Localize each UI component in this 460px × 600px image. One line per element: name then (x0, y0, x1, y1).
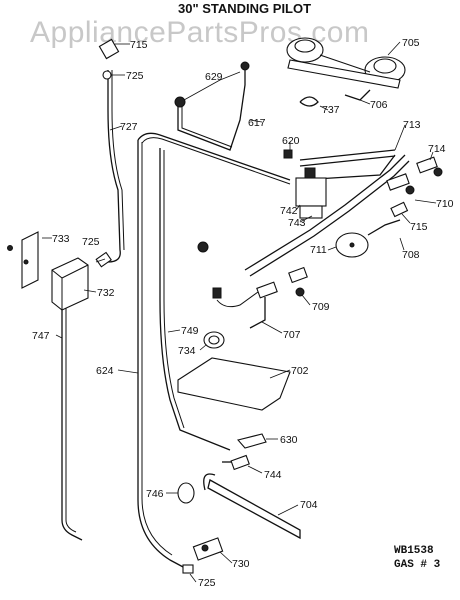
callout-713: 713 (403, 119, 421, 131)
tube-747 (61, 290, 83, 541)
pilot-tube-727 (107, 70, 121, 263)
disk-711 (335, 232, 369, 258)
callout-725-left: 725 (82, 236, 100, 248)
callout-747: 747 (32, 330, 50, 342)
tube-624 (137, 140, 186, 569)
callout-704: 704 (300, 499, 318, 511)
tube-749 (159, 148, 231, 451)
callout-702: 702 (291, 365, 309, 377)
callout-708: 708 (402, 249, 420, 261)
callout-709: 709 (312, 301, 330, 313)
manifold-713 (244, 154, 406, 271)
callout-715-mid: 715 (410, 221, 428, 233)
callout-734: 734 (178, 345, 196, 357)
callout-707: 707 (283, 329, 301, 341)
callout-732: 732 (97, 287, 115, 299)
valve-710 (386, 173, 415, 195)
callout-629: 629 (205, 71, 223, 83)
callout-733: 733 (52, 233, 70, 245)
spring-737 (299, 96, 319, 107)
valve-707 (249, 281, 278, 329)
valve-709 (288, 266, 308, 297)
callout-710: 710 (436, 198, 454, 210)
callout-620: 620 (282, 135, 300, 147)
callout-706: 706 (370, 99, 388, 111)
fitting-715-top (98, 38, 120, 60)
regulator-732 (51, 257, 89, 311)
callout-727: 727 (120, 121, 138, 133)
tube-617 (177, 70, 246, 151)
callout-737: 737 (322, 104, 340, 116)
burner-tube-704 (207, 479, 301, 540)
callout-714: 714 (428, 143, 446, 155)
callout-617: 617 (248, 117, 266, 129)
callout-715-top: 715 (130, 39, 148, 51)
plate-702 (177, 357, 291, 411)
bracket-733 (7, 231, 39, 289)
regulator-742 (295, 167, 327, 219)
callout-744: 744 (264, 469, 282, 481)
callout-742: 742 (280, 205, 298, 217)
bracket-630 (236, 433, 267, 449)
callout-743: 743 (288, 217, 306, 229)
valve-715b (390, 201, 409, 218)
callout-746: 746 (146, 488, 164, 500)
callout-749: 749 (181, 325, 199, 337)
burner-assembly-705 (286, 37, 406, 89)
callout-730: 730 (232, 558, 250, 570)
callout-725-top: 725 (126, 70, 144, 82)
valve-left (197, 241, 209, 253)
callout-705: 705 (402, 37, 420, 49)
ring-746 (177, 482, 195, 504)
diagram-code-line1: WB1538 (394, 545, 434, 557)
callout-725-bottom: 725 (198, 577, 216, 589)
callout-624: 624 (96, 365, 114, 377)
bracket-706 (344, 89, 371, 101)
callout-711: 711 (310, 244, 327, 256)
fitting-744 (230, 454, 250, 471)
diagram-code-line2: GAS # 3 (394, 559, 441, 571)
valve-714 (416, 156, 443, 177)
callout-630: 630 (280, 434, 298, 446)
fitting-725-bottom (182, 564, 194, 574)
valve-730 (192, 537, 224, 561)
knob-620 (283, 149, 293, 159)
diagram-title: 30" STANDING PILOT (178, 1, 311, 16)
